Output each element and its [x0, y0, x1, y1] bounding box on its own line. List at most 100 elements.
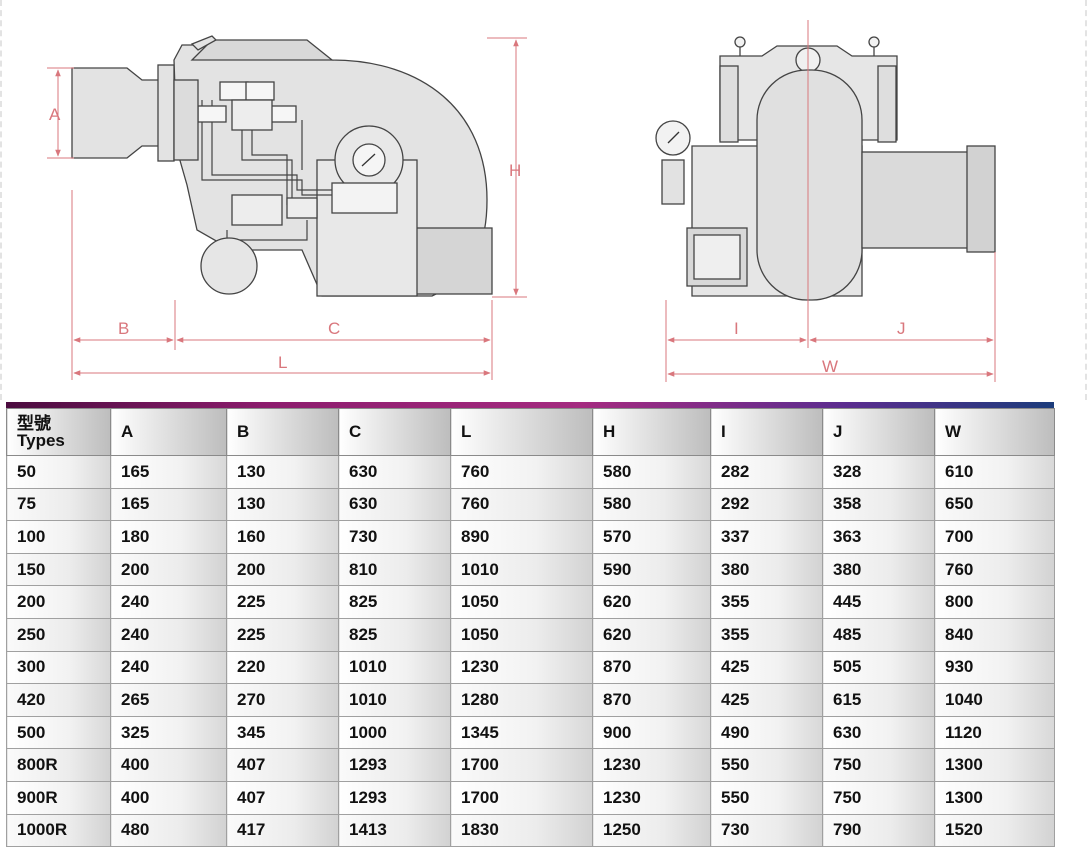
value-cell: 630 [338, 487, 451, 522]
value-cell: 165 [110, 487, 227, 522]
value-cell: 1280 [450, 683, 593, 717]
value-cell: 363 [822, 520, 935, 554]
value-cell: 900 [592, 715, 711, 750]
type-cell: 300 [6, 650, 111, 685]
value-cell: 180 [110, 520, 227, 554]
value-cell: 417 [226, 813, 339, 848]
value-cell: 225 [226, 585, 339, 619]
fan-drum [756, 69, 863, 301]
value-cell: 328 [822, 455, 935, 489]
column-header-b: B [226, 408, 339, 456]
value-cell: 1700 [450, 780, 593, 815]
type-cell: 1000R [6, 813, 111, 848]
value-cell: 240 [110, 617, 227, 652]
value-cell: 590 [592, 552, 711, 587]
value-cell: 165 [110, 455, 227, 489]
value-cell: 225 [226, 617, 339, 652]
value-cell: 380 [710, 552, 823, 587]
column-header-w: W [934, 408, 1055, 456]
value-cell: 630 [338, 455, 451, 489]
value-cell: 730 [338, 520, 451, 554]
burner-dimension-drawing: A B C L H [47, 20, 996, 382]
value-cell: 130 [226, 487, 339, 522]
value-cell: 760 [450, 455, 593, 489]
side-view [71, 35, 493, 297]
value-cell: 1293 [338, 748, 451, 782]
type-cell: 500 [6, 715, 111, 750]
value-cell: 282 [710, 455, 823, 489]
type-cell: 200 [6, 585, 111, 619]
value-cell: 700 [934, 520, 1055, 554]
value-cell: 550 [710, 748, 823, 782]
value-cell: 810 [338, 552, 451, 587]
type-cell: 900R [6, 780, 111, 815]
value-cell: 240 [110, 650, 227, 685]
value-cell: 1520 [934, 813, 1055, 848]
table-header-row: 型號 Types A B C L H I J W [6, 408, 1055, 456]
dim-label-l: L [278, 353, 287, 372]
value-cell: 355 [710, 617, 823, 652]
motor-housing [71, 67, 161, 159]
column-header-a: A [110, 408, 227, 456]
value-cell: 620 [592, 617, 711, 652]
dim-label-a: A [49, 105, 61, 124]
type-cell: 250 [6, 617, 111, 652]
front-view [655, 36, 996, 301]
value-cell: 650 [934, 487, 1055, 522]
column-header-l: L [450, 408, 593, 456]
value-cell: 1230 [592, 748, 711, 782]
value-cell: 485 [822, 617, 935, 652]
value-cell: 407 [226, 780, 339, 815]
value-cell: 1050 [450, 585, 593, 619]
value-cell: 270 [226, 683, 339, 717]
value-cell: 505 [822, 650, 935, 685]
value-cell: 200 [110, 552, 227, 587]
value-cell: 890 [450, 520, 593, 554]
value-cell: 1230 [450, 650, 593, 685]
column-header-i: I [710, 408, 823, 456]
value-cell: 1300 [934, 748, 1055, 782]
value-cell: 760 [450, 487, 593, 522]
value-cell: 265 [110, 683, 227, 717]
column-header-c: C [338, 408, 451, 456]
value-cell: 490 [710, 715, 823, 750]
value-cell: 730 [710, 813, 823, 848]
oil-pump-tank [200, 237, 258, 295]
value-cell: 580 [592, 455, 711, 489]
value-cell: 425 [710, 650, 823, 685]
value-cell: 615 [822, 683, 935, 717]
value-cell: 870 [592, 650, 711, 685]
value-cell: 800 [934, 585, 1055, 619]
value-cell: 1300 [934, 780, 1055, 815]
value-cell: 630 [822, 715, 935, 750]
front-blast-tube [861, 151, 971, 249]
value-cell: 610 [934, 455, 1055, 489]
value-cell: 1040 [934, 683, 1055, 717]
value-cell: 200 [226, 552, 339, 587]
value-cell: 358 [822, 487, 935, 522]
types-header-en: Types [17, 431, 65, 450]
motor-flange [157, 64, 175, 162]
value-cell: 345 [226, 715, 339, 750]
value-cell: 825 [338, 617, 451, 652]
side-view-dimensions [47, 37, 527, 380]
value-cell: 570 [592, 520, 711, 554]
value-cell: 1700 [450, 748, 593, 782]
value-cell: 445 [822, 585, 935, 619]
type-cell: 75 [6, 487, 111, 522]
types-header-zh: 型號 [17, 414, 51, 433]
type-cell: 100 [6, 520, 111, 554]
types-column-header: 型號 Types [6, 408, 111, 456]
value-cell: 1345 [450, 715, 593, 750]
value-cell: 337 [710, 520, 823, 554]
value-cell: 1120 [934, 715, 1055, 750]
